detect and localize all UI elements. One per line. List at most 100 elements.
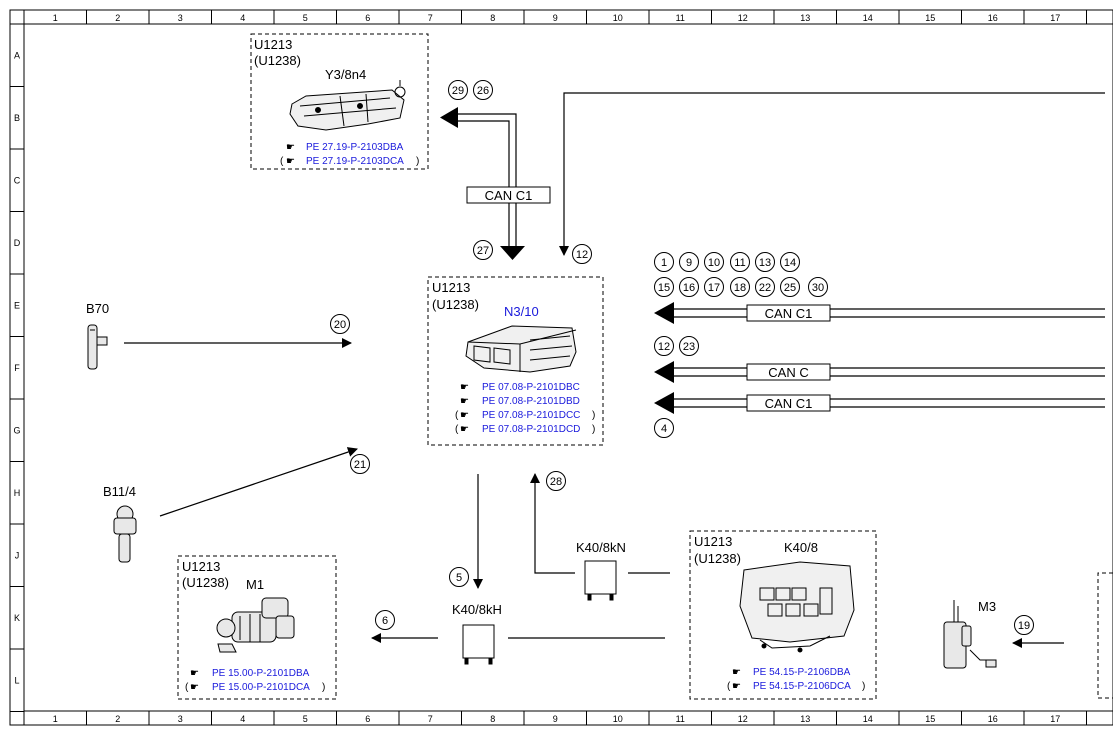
marker-5[interactable]: 5 xyxy=(449,567,469,587)
k40-8-picture xyxy=(739,561,855,653)
grid-row-label: B xyxy=(14,113,20,123)
marker-circle xyxy=(375,610,395,630)
marker-14[interactable]: 14 xyxy=(780,252,800,272)
bus-right-1 xyxy=(654,302,1105,324)
marker-circle xyxy=(755,277,775,297)
svg-text:): ) xyxy=(416,156,419,167)
marker-circle xyxy=(654,252,674,272)
m1-code: U1213 xyxy=(182,559,220,574)
m1-ref-2[interactable]: ( ☛ PE 15.00-P-2101DCA ) xyxy=(185,682,325,693)
marker-12[interactable]: 12 xyxy=(572,244,592,264)
marker-12[interactable]: 12 xyxy=(654,336,674,356)
grid-row-label: C xyxy=(14,175,21,185)
n3-10-ref-3[interactable]: ( ☛ PE 07.08-P-2101DCC ) xyxy=(455,410,595,421)
grid-column-label-top: 3 xyxy=(178,13,183,23)
marker-number: 25 xyxy=(784,282,796,294)
n3-10-ref-4[interactable]: ( ☛ PE 07.08-P-2101DCD ) xyxy=(455,424,595,435)
grid-column-label-bottom: 14 xyxy=(863,714,873,724)
n3-10-ref-1[interactable]: ☛ PE 07.08-P-2101DBC xyxy=(460,382,580,393)
m3-picture xyxy=(943,600,997,669)
marker-29[interactable]: 29 xyxy=(448,80,468,100)
marker-number: 29 xyxy=(452,85,464,97)
component-b70[interactable]: B70 xyxy=(86,301,109,370)
k40-8kh-picture xyxy=(462,624,495,665)
marker-circle xyxy=(730,277,750,297)
component-b11-4[interactable]: B11/4 xyxy=(103,484,137,563)
svg-text:PE 15.00-P-2101DCA: PE 15.00-P-2101DCA xyxy=(212,682,310,693)
marker-27[interactable]: 27 xyxy=(473,240,493,260)
component-k40-8[interactable]: U1213 (U1238) K40/8 ☛ PE 54.15-P-2106DBA… xyxy=(689,530,877,700)
marker-number: 12 xyxy=(576,249,588,261)
marker-number: 13 xyxy=(759,257,771,269)
marker-number: 14 xyxy=(784,257,796,269)
marker-28[interactable]: 28 xyxy=(546,471,566,491)
bus-top xyxy=(440,107,525,260)
grid-column-label-bottom: 5 xyxy=(303,714,308,724)
marker-19[interactable]: 19 xyxy=(1014,615,1034,635)
grid-column-label-bottom: 15 xyxy=(925,714,935,724)
marker-26[interactable]: 26 xyxy=(473,80,493,100)
marker-20[interactable]: 20 xyxy=(330,314,350,334)
svg-text:(: ( xyxy=(455,410,459,421)
grid-column-label-top: 14 xyxy=(863,13,873,23)
marker-16[interactable]: 16 xyxy=(679,277,699,297)
can-c1-right-1-label: CAN C1 xyxy=(765,306,813,321)
component-m3[interactable]: M3 xyxy=(943,599,997,669)
can-c1-right-3-label: CAN C1 xyxy=(765,396,813,411)
svg-text:(: ( xyxy=(185,682,189,693)
marker-circle xyxy=(730,252,750,272)
y3-8n4-ref-1[interactable]: ☛ PE 27.19-P-2103DBA xyxy=(286,142,404,153)
marker-1[interactable]: 1 xyxy=(654,252,674,272)
grid-column-label-top: 2 xyxy=(115,13,120,23)
m1-ref-1[interactable]: ☛ PE 15.00-P-2101DBA xyxy=(190,668,310,679)
marker-number: 16 xyxy=(683,282,695,294)
grid-column-label-bottom: 17 xyxy=(1050,714,1060,724)
marker-number: 12 xyxy=(658,341,670,353)
frame-inner xyxy=(23,23,1113,712)
marker-6[interactable]: 6 xyxy=(375,610,395,630)
marker-18[interactable]: 18 xyxy=(730,277,750,297)
arrow-b11-4-to-n3-10 xyxy=(159,447,358,517)
can-c1-top-box xyxy=(466,186,551,204)
marker-13[interactable]: 13 xyxy=(755,252,775,272)
grid-column-label-top: 6 xyxy=(365,13,370,23)
marker-4[interactable]: 4 xyxy=(654,418,674,438)
marker-17[interactable]: 17 xyxy=(704,277,724,297)
svg-text:PE 27.19-P-2103DBA: PE 27.19-P-2103DBA xyxy=(306,142,404,153)
marker-25[interactable]: 25 xyxy=(780,277,800,297)
component-n3-10[interactable]: U1213 (U1238) N3/10 ☛ PE 07.08-P-2101DBC… xyxy=(427,276,604,446)
k40-8-code: U1213 xyxy=(694,534,732,549)
marker-30[interactable]: 30 xyxy=(808,277,828,297)
grid-column-label-bottom: 4 xyxy=(240,714,245,724)
component-y3-8n4[interactable]: U1213 (U1238) Y3/8n4 ☛ PE 27.19-P-2103DB… xyxy=(250,33,429,170)
marker-23[interactable]: 23 xyxy=(679,336,699,356)
grid-column-label-bottom: 6 xyxy=(365,714,370,724)
component-k40-8kh[interactable]: K40/8kH xyxy=(452,602,502,665)
m3-label: M3 xyxy=(978,599,996,614)
y3-8n4-ref-2[interactable]: ( ☛ PE 27.19-P-2103DCA ) xyxy=(280,156,419,167)
svg-text:PE 15.00-P-2101DBA: PE 15.00-P-2101DBA xyxy=(212,668,310,679)
component-k40-8kn[interactable]: K40/8kN xyxy=(576,540,626,601)
component-m1[interactable]: U1213 (U1238) M1 ☛ PE 15.00-P-2101DBA ( … xyxy=(177,555,337,700)
marker-9[interactable]: 9 xyxy=(679,252,699,272)
marker-22[interactable]: 22 xyxy=(755,277,775,297)
marker-number: 15 xyxy=(658,282,670,294)
svg-text:): ) xyxy=(862,681,865,692)
n3-10-ref-2[interactable]: ☛ PE 07.08-P-2101DBD xyxy=(460,396,580,407)
marker-11[interactable]: 11 xyxy=(730,252,750,272)
marker-circle xyxy=(654,336,674,356)
svg-text:(: ( xyxy=(280,156,284,167)
m1-picture xyxy=(216,597,295,653)
marker-circle xyxy=(808,277,828,297)
marker-circle xyxy=(546,471,566,491)
grid-column-label-top: 9 xyxy=(553,13,558,23)
k40-8-ref-1[interactable]: ☛ PE 54.15-P-2106DBA xyxy=(732,667,851,678)
k40-8-ref-2[interactable]: ( ☛ PE 54.15-P-2106DCA ) xyxy=(727,681,865,692)
k40-8-code-alt: (U1238) xyxy=(694,551,741,566)
grid-column-label-bottom: 2 xyxy=(115,714,120,724)
marker-15[interactable]: 15 xyxy=(654,277,674,297)
marker-10[interactable]: 10 xyxy=(704,252,724,272)
marker-21[interactable]: 21 xyxy=(350,454,370,474)
